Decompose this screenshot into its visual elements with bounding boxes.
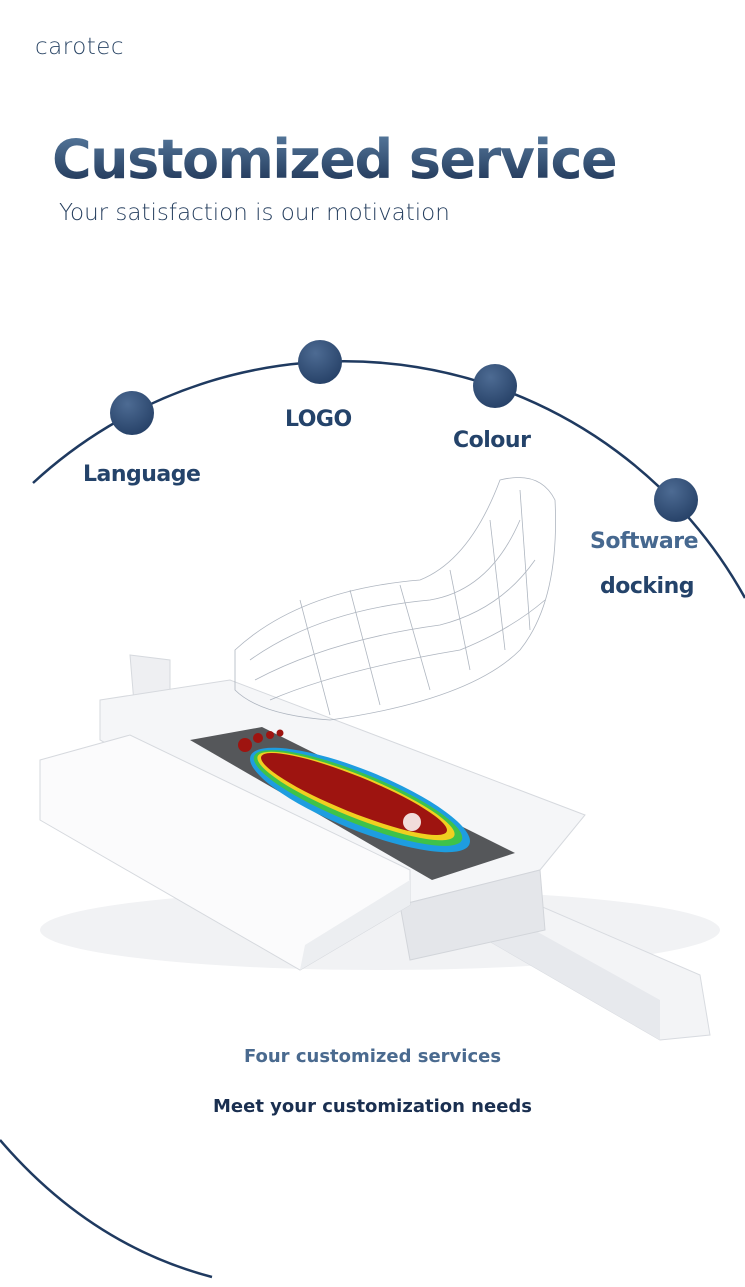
- service-dot-software: [654, 478, 698, 522]
- service-label-colour: Colour: [453, 428, 531, 453]
- service-label-software: Software: [590, 529, 699, 554]
- service-label-logo: LOGO: [285, 407, 352, 432]
- service-dot-language: [110, 391, 154, 435]
- service-label-language: Language: [83, 462, 201, 487]
- service-dot-colour: [473, 364, 517, 408]
- footer-tagline: Meet your customization needs: [212, 1096, 533, 1117]
- footer-headline: Four customized services: [243, 1046, 502, 1067]
- bottom-arc: [0, 1139, 213, 1279]
- page-title: Customized service: [52, 128, 618, 191]
- foot-scanner-illustration: [39, 477, 720, 1041]
- brand-logo: carotec: [35, 34, 125, 60]
- page-subtitle: Your satisfaction is our motivation: [59, 200, 450, 226]
- service-label-docking: docking: [600, 574, 695, 599]
- service-dot-logo: [298, 340, 342, 384]
